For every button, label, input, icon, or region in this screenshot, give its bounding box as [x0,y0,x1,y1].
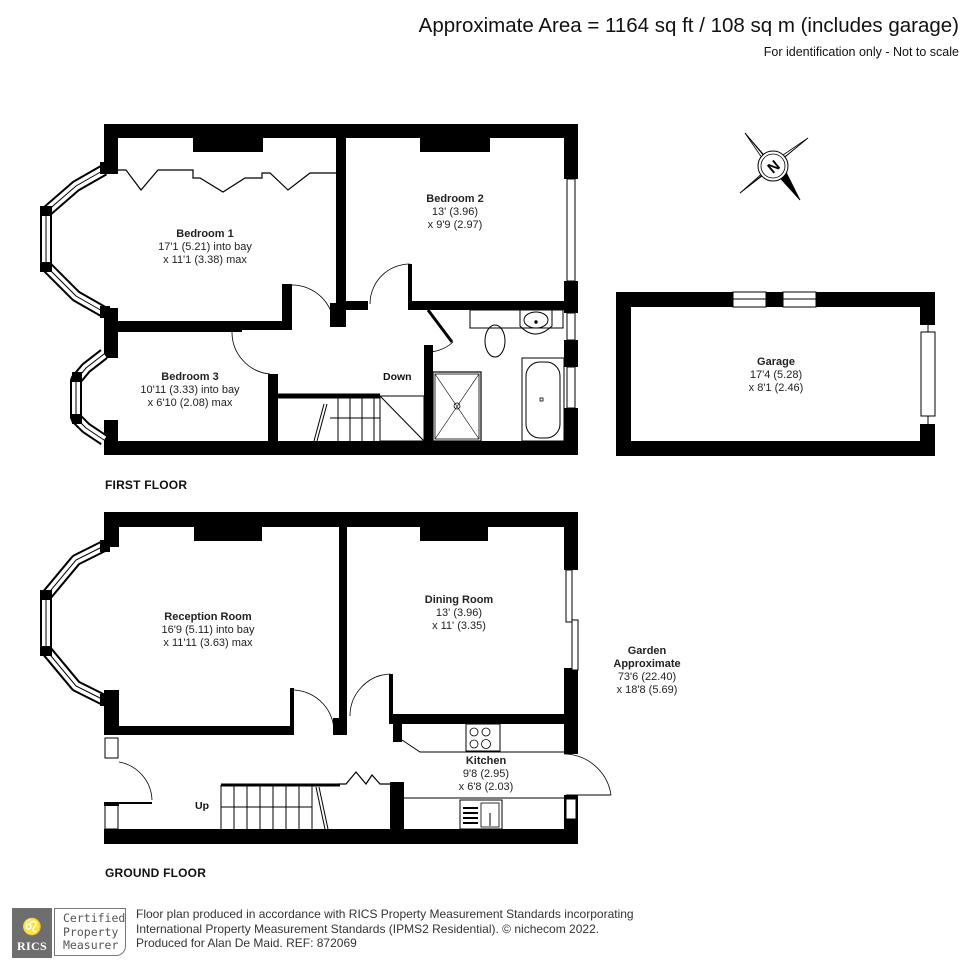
room-dimension-width: x 11' (3.35) [432,620,486,632]
room-label-reception-room: Reception Room 16'9 (5.11) into bay x 11… [161,611,254,650]
room-label-bedroom-3: Bedroom 3 10'11 (3.33) into bay x 6'10 (… [140,371,239,410]
footer-disclaimer: Floor plan produced in accordance with R… [136,907,634,951]
room-dimension-width: x 11'11 (3.63) max [163,637,253,649]
garden-approximate: Approximate [613,658,681,670]
room-label-kitchen: Kitchen 9'8 (2.95) x 6'8 (2.03) [459,755,514,794]
garden-dimension-width: x 18'8 (5.69) [616,684,678,696]
room-dimension-width: x 9'9 (2.97) [427,219,483,231]
room-dimension-length: 10'11 (3.33) into bay [140,384,240,396]
room-label-garden: Garden Approximate 73'6 (22.40) x 18'8 (… [613,645,680,697]
room-dimension-length: 13' (3.96) [435,607,483,619]
footer-line-2: International Property Measurement Stand… [136,921,600,936]
first-floor-plan [40,124,578,455]
badge-line-1: Certified [63,911,126,925]
room-label-dining-room: Dining Room 13' (3.96) x 11' (3.35) [425,594,493,633]
room-label-bedroom-2: Bedroom 2 13' (3.96) x 9'9 (2.97) [426,193,483,232]
rics-brand-text: RICS [17,939,47,953]
room-dimension-length: 17'4 (5.28) [749,369,803,381]
stairs-up-label: Up [195,800,209,812]
badge-line-2: Property [63,924,119,939]
disclaimer-text: For identification only - Not to scale [763,45,959,59]
room-dimension-length: 17'1 (5.21) into bay [158,241,252,253]
ground-floor-label: GROUND FLOOR [105,866,207,880]
room-dimension-length: 16'9 (5.11) into bay [161,624,255,636]
room-dimension-width: x 6'10 (2.08) max [147,397,233,409]
footer: ♌ RICS Certified Property Measurer Floor… [12,907,634,958]
north-compass-icon: N [739,132,809,201]
garden-dimension-length: 73'6 (22.40) [617,671,677,683]
room-name: Kitchen [465,755,507,767]
room-label-garage: Garage 17'4 (5.28) x 8'1 (2.46) [749,356,804,395]
room-dimension-width: x 11'1 (3.38) max [163,254,247,266]
footer-line-3: Produced for Alan De Maid. REF: 872069 [136,936,357,950]
ground-floor-plan [40,512,612,844]
rics-lion-icon: ♌ [22,919,42,936]
footer-line-1: Floor plan produced in accordance with R… [136,907,634,921]
garage-plan [616,291,936,456]
room-name: Bedroom 3 [161,371,219,383]
rics-logo: ♌ RICS [12,908,52,958]
room-dimension-width: x 8'1 (2.46) [748,382,804,394]
room-name: Bedroom 1 [176,228,234,240]
badge-line-3: Measurer [63,938,119,952]
room-name: Reception Room [164,611,252,623]
room-name: Bedroom 2 [426,193,484,205]
approximate-area-title: Approximate Area = 1164 sq ft / 108 sq m… [418,14,959,37]
garden-name: Garden [627,645,667,657]
stairs-down-label: Down [383,371,412,383]
room-name: Dining Room [424,594,494,606]
room-dimension-width: x 6'8 (2.03) [458,781,514,793]
certified-property-measurer-badge: Certified Property Measurer [54,908,126,956]
room-dimension-length: 13' (3.96) [431,206,479,218]
first-floor-label: FIRST FLOOR [105,478,188,492]
room-name: Garage [757,356,795,368]
room-dimension-length: 9'8 (2.95) [462,768,510,780]
room-label-bedroom-1: Bedroom 1 17'1 (5.21) into bay x 11'1 (3… [158,228,252,267]
